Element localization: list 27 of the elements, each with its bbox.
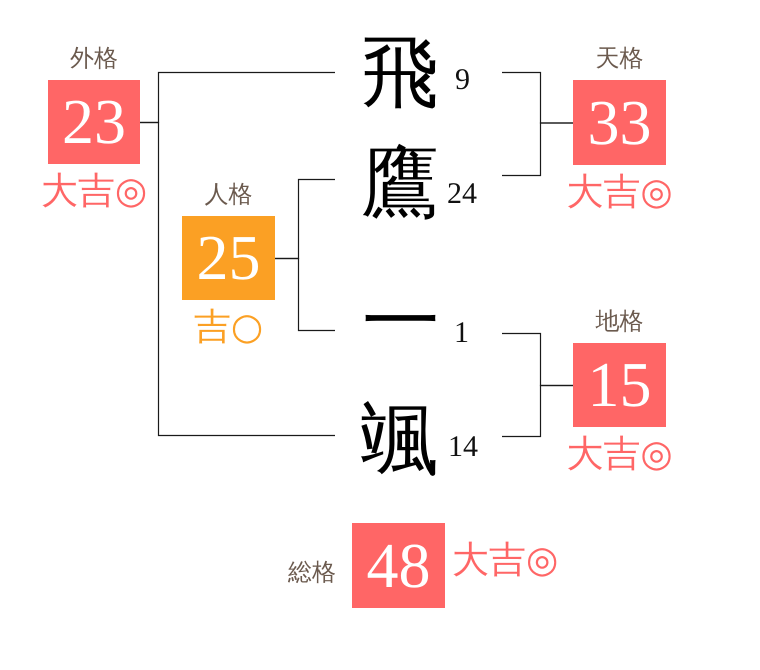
connector-line — [502, 384, 573, 438]
stroke-count: 1 — [454, 318, 469, 348]
name-character: 颯 — [361, 401, 439, 479]
rating-label: 大吉◎ — [452, 541, 558, 578]
heading-label: 人格 — [204, 182, 252, 206]
stroke-count: 9 — [455, 65, 470, 95]
name-character: 一 — [362, 283, 440, 361]
heading-label: 天格 — [596, 46, 644, 70]
stroke-count: 14 — [448, 432, 478, 462]
score-box: 48 — [352, 523, 445, 608]
score-box: 33 — [573, 80, 666, 165]
heading-label: 外格 — [70, 46, 118, 70]
name-character: 鷹 — [361, 145, 439, 223]
heading-label: 地格 — [596, 309, 644, 333]
rating-label: 大吉◎ — [566, 435, 673, 472]
name-character: 飛 — [361, 34, 439, 112]
rating-label: 吉○ — [194, 308, 264, 345]
score-box: 15 — [573, 343, 666, 427]
score-box: 23 — [48, 80, 140, 164]
stroke-count: 24 — [447, 179, 477, 209]
connector-line — [275, 258, 335, 332]
heading-label: 総格 — [288, 560, 336, 584]
rating-label: 大吉◎ — [566, 173, 673, 210]
connector-line — [502, 122, 573, 176]
rating-label: 大吉◎ — [40, 172, 148, 209]
connector-line — [140, 122, 335, 436]
score-box: 25 — [182, 216, 275, 300]
